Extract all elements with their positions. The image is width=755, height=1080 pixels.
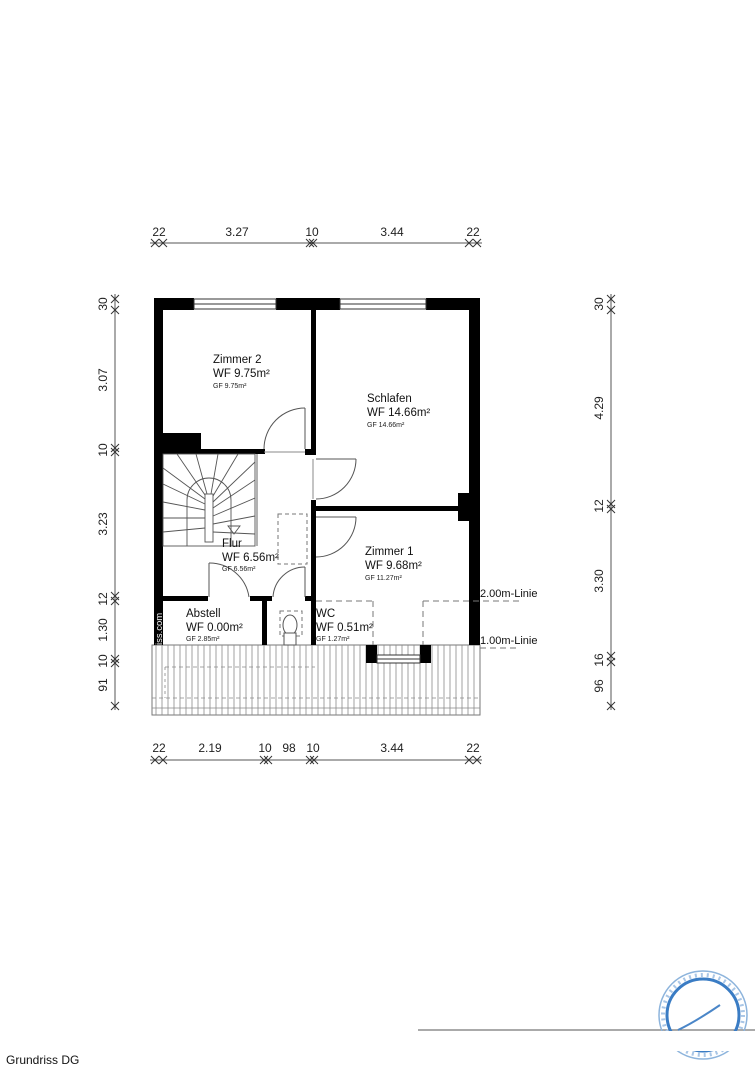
room-abstell-wf: WF 0.00m² [186, 622, 243, 634]
dim-top-2: 10 [305, 225, 319, 239]
door-abstell-swing [208, 562, 250, 598]
dim-left-1: 3.07 [96, 368, 110, 392]
wall-abstell-top-left [163, 596, 208, 601]
height-lines [316, 600, 519, 649]
wall-dormer-left [366, 645, 377, 663]
door-wc-swing [272, 566, 306, 598]
door-schlafen-swing [315, 458, 357, 500]
door-zimmer1-swing [315, 516, 357, 558]
certification-stamp-icon [655, 970, 755, 1060]
stair-direction-arrow [227, 525, 241, 535]
wall-interior-vertical-upper [311, 310, 316, 455]
dimension-line-right: 30 4.29 12 3.30 16 96 [592, 294, 616, 711]
wall-abstell-wc [262, 601, 267, 645]
wall-zimmer2-bottom [163, 449, 265, 454]
watermark-text: iss.com [154, 613, 165, 645]
dim-right-2: 12 [592, 499, 606, 513]
dim-left-5: 1.30 [96, 618, 110, 642]
wall-right [469, 298, 480, 645]
room-zimmer1-wf: WF 9.68m² [365, 560, 422, 572]
dim-bottom-1: 2.19 [198, 741, 222, 755]
room-abstell-gf: GF 2.85m² [186, 636, 220, 643]
wall-schlafen-bottom [316, 506, 469, 511]
stair-handrail [186, 477, 232, 546]
walls [154, 298, 480, 663]
dim-bottom-2: 10 [258, 741, 272, 755]
dim-top-0: 22 [152, 225, 166, 239]
dim-left-4: 12 [96, 592, 110, 606]
dim-bottom-3: 98 [282, 741, 296, 755]
wall-chimney-block [163, 433, 201, 451]
room-schlafen-name: Schlafen [367, 393, 412, 405]
dim-left-6: 10 [96, 654, 110, 668]
wall-wc-top-right [305, 596, 316, 601]
room-zimmer2-wf: WF 9.75m² [213, 368, 270, 380]
dim-right-3: 3.30 [592, 569, 606, 593]
doors [208, 407, 357, 598]
wall-dormer-right [420, 645, 431, 663]
staircase [162, 453, 258, 547]
drawing-title: Grundriss DG [6, 1053, 80, 1067]
dim-left-3: 3.23 [96, 512, 110, 536]
room-zimmer1-name: Zimmer 1 [365, 546, 414, 558]
wall-pillar-right [458, 493, 469, 521]
stair-newel [204, 493, 214, 543]
room-flur-wf: WF 6.56m² [222, 552, 279, 564]
room-zimmer2-name: Zimmer 2 [213, 354, 262, 366]
room-flur: Flur WF 6.56m² GF 6.56m² [222, 538, 279, 573]
room-wc: WC WF 0.51m² GF 1.27m² [316, 608, 373, 643]
room-zimmer1: Zimmer 1 WF 9.68m² GF 11.27m² [365, 546, 422, 582]
dim-left-7: 91 [96, 678, 110, 692]
dim-right-0: 30 [592, 297, 606, 311]
room-zimmer1-gf: GF 11.27m² [365, 575, 402, 582]
room-zimmer2-gf: GF 9.75m² [213, 383, 247, 390]
room-wc-name: WC [316, 608, 335, 620]
dim-bottom-6: 22 [466, 741, 480, 755]
dim-bottom-4: 10 [306, 741, 320, 755]
dim-right-4: 16 [592, 653, 606, 667]
stair-outline [162, 453, 256, 547]
dimension-line-left: 30 3.07 10 3.23 12 1.30 10 91 [96, 294, 120, 711]
wall-corner [305, 449, 316, 455]
room-wc-gf: GF 1.27m² [316, 636, 350, 643]
room-wc-wf: WF 0.51m² [316, 622, 373, 634]
wall-interior-vertical-lower [311, 500, 316, 645]
room-schlafen: Schlafen WF 14.66m² GF 14.66m² [367, 393, 430, 429]
dim-left-2: 10 [96, 443, 110, 457]
dim-bottom-0: 22 [152, 741, 166, 755]
dimension-line-top: 22 3.27 10 3.44 22 [150, 225, 482, 248]
dim-bottom-5: 3.44 [380, 741, 404, 755]
room-abstell-name: Abstell [186, 608, 221, 620]
room-schlafen-wf: WF 14.66m² [367, 407, 430, 419]
wall-top-middle [276, 298, 340, 310]
wall-left [154, 298, 163, 645]
wall-top-left [154, 298, 194, 310]
windows [193, 298, 427, 664]
room-flur-name: Flur [222, 538, 242, 550]
dim-left-0: 30 [96, 297, 110, 311]
flur-dashed-fixture [277, 513, 308, 565]
wall-abstell-top-mid [250, 596, 272, 601]
dim-top-4: 22 [466, 225, 480, 239]
dim-top-1: 3.27 [225, 225, 249, 239]
room-flur-gf: GF 6.56m² [222, 566, 256, 573]
room-zimmer2: Zimmer 2 WF 9.75m² GF 9.75m² [213, 354, 270, 390]
label-1m-line: 1.00m-Linie [480, 635, 537, 647]
wall-top-right [426, 298, 480, 310]
dim-right-5: 96 [592, 679, 606, 693]
room-abstell: Abstell WF 0.00m² GF 2.85m² [186, 608, 243, 643]
label-2m-line: 2.00m-Linie [480, 588, 537, 600]
door-zimmer2-swing [263, 407, 306, 450]
toilet-icon [282, 614, 298, 646]
dim-top-3: 3.44 [380, 225, 404, 239]
dimension-line-bottom: 22 2.19 10 98 10 3.44 22 [150, 741, 482, 765]
room-schlafen-gf: GF 14.66m² [367, 422, 405, 429]
dim-right-1: 4.29 [592, 396, 606, 420]
